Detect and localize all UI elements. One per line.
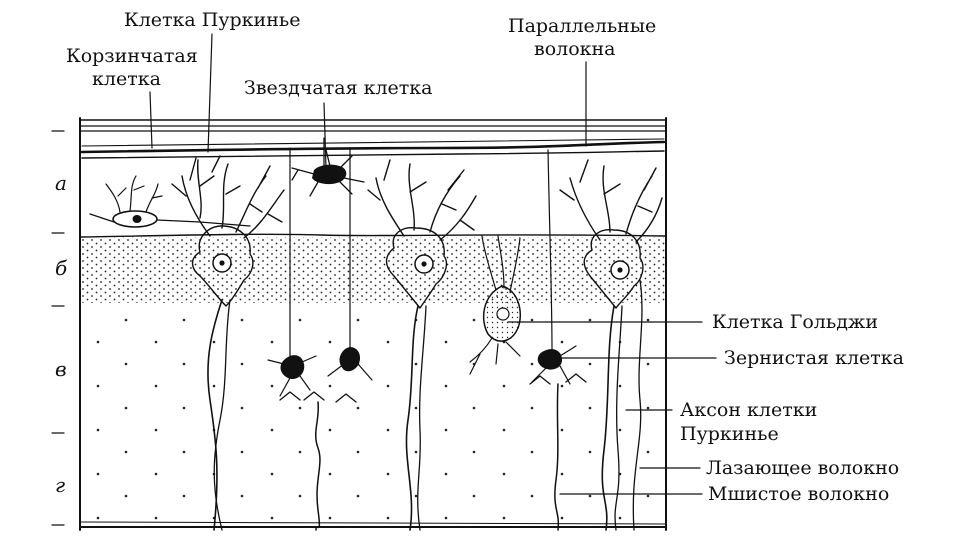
leader-lines (149, 33, 717, 495)
granule-cells (267, 147, 577, 397)
label-climbing-fiber: Лазающее волокно (706, 457, 899, 479)
layer-label-g: г (55, 473, 65, 497)
label-parallel-fibers-line2: волокна (534, 38, 616, 60)
layer-label-a: а (55, 171, 67, 195)
parallel-fibers (80, 138, 666, 159)
label-purkinje-axon-line2: Пуркинье (680, 423, 779, 445)
label-granule-cell: Зернистая клетка (724, 347, 904, 369)
label-parallel-fibers-line1: Параллельные (508, 15, 656, 37)
stellate-cell (291, 137, 365, 197)
label-mossy-fiber: Мшистое волокно (708, 483, 889, 505)
label-basket-cell-line1: Корзинчатая (66, 45, 198, 67)
purkinje-cell-right (559, 159, 663, 309)
layer-label-v: в (55, 357, 67, 381)
label-purkinje-axon-line1: Аксон клетки (680, 399, 817, 421)
purkinje-cell-left (171, 155, 285, 307)
label-golgi-cell: Клетка Гольджи (712, 311, 878, 333)
purkinje-cell-middle (367, 159, 477, 309)
layer-boundary-ticks (51, 130, 65, 526)
cortex-frame (79, 117, 667, 531)
purkinje-axons (207, 299, 623, 531)
golgi-cell (469, 235, 522, 375)
label-basket-cell-line2: клетка (92, 68, 161, 90)
climbing-fiber (632, 279, 643, 531)
label-stellate-cell: Звездчатая клетка (244, 77, 433, 99)
layer-label-b: б (55, 256, 68, 280)
label-purkinje-cell: Клетка Пуркинье (124, 9, 300, 31)
mossy-fibers (279, 373, 587, 531)
basket-cell (89, 175, 251, 228)
